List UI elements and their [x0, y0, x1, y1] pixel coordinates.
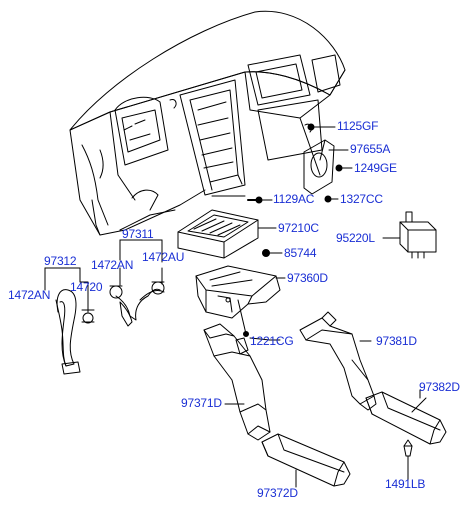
duct-97372D: [261, 433, 351, 487]
label-97655A: 97655A: [350, 142, 391, 156]
screw-1129AC: [247, 196, 273, 204]
label-97371D: 97371D: [181, 396, 222, 410]
screw-1249GE: [335, 164, 353, 172]
label-97360D: 97360D: [287, 271, 328, 285]
clip-85744: [262, 249, 283, 257]
leader-97311: [119, 239, 163, 286]
dashboard-panel: [69, 10, 346, 236]
label-1125GF: 1125GF: [337, 119, 379, 133]
label-97312: 97312: [44, 254, 77, 268]
hose-97311: [109, 281, 165, 327]
duct-97360D: [195, 265, 286, 337]
label-1491LB: 1491LB: [385, 477, 426, 491]
label-1129AC: 1129AC: [273, 192, 315, 206]
label-97381D: 97381D: [376, 334, 417, 348]
label-97382D: 97382D: [419, 380, 460, 394]
label-14720: 14720: [70, 280, 103, 294]
nut-1327CC: [324, 195, 339, 203]
label-1472AN-upper: 1472AN: [91, 258, 134, 272]
label-97311: 97311: [122, 227, 154, 241]
label-1472AN-lower: 1472AN: [8, 288, 51, 302]
filter-case-97210C: [177, 209, 277, 259]
screw-1125GF: [307, 123, 336, 131]
label-1221CG: 1221CG: [250, 334, 294, 348]
label-85744: 85744: [284, 246, 317, 260]
leader-97312: [44, 267, 89, 313]
label-1249GE: 1249GE: [354, 161, 397, 175]
label-1472AU: 1472AU: [142, 250, 185, 264]
label-95220L: 95220L: [336, 231, 375, 245]
label-1327CC: 1327CC: [340, 192, 383, 206]
duct-97371D: [203, 323, 271, 441]
duct-97381D: [299, 311, 377, 411]
clip-1491LB: [403, 439, 413, 471]
label-97210C: 97210C: [278, 221, 319, 235]
bracket-97655A: [303, 139, 349, 195]
label-97372D: 97372D: [257, 486, 298, 500]
leader-1221CG: [249, 337, 281, 341]
duct-97382D: [365, 391, 447, 445]
relay-95220L: [382, 211, 437, 259]
